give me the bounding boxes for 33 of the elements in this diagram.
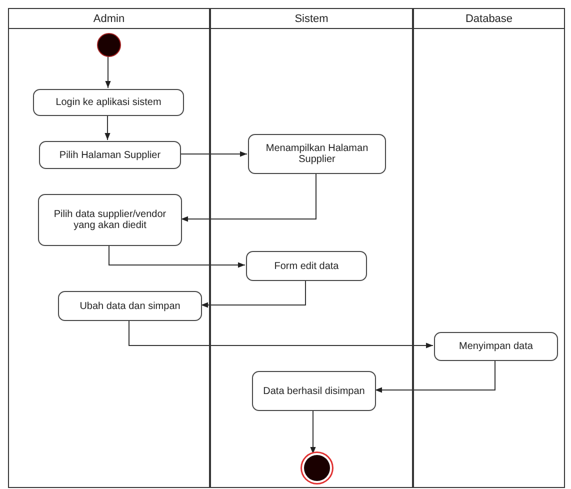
activity-label: Form edit data [274,260,339,272]
initial-node [97,33,121,57]
swimlane [413,8,565,488]
activity-box [252,371,376,411]
activity-label: Pilih Halaman Supplier [59,150,161,160]
arrow [104,114,110,140]
arrow [200,280,306,308]
activity-box [248,134,386,174]
activity-box [39,141,181,169]
activity-box [434,332,558,361]
arrow [108,244,246,268]
activity-box [33,89,184,116]
swimlane [210,8,413,488]
final-node [304,455,330,481]
arrow [180,172,316,222]
lane-header: Admin [9,9,209,29]
activity-box [38,194,182,246]
activity-label: Login ke aplikasi sistem [56,97,162,108]
arrow [374,360,496,393]
lane-header: Database [414,9,564,29]
activity-label: Menyimpan data [459,341,533,352]
swimlane [8,8,210,488]
arrow [310,410,316,454]
activity-label: Data berhasil disimpan [263,386,365,396]
arrow [180,151,248,157]
arrow [128,320,434,348]
activity-box [58,291,202,321]
activity-box [246,251,367,281]
lane-header: Sistem [211,9,412,29]
activity-label: Menampilkan Halaman Supplier [264,143,370,165]
activity-label: Pilih data supplier/vendor yang akan diedit [52,209,168,231]
arrow [105,56,111,88]
activity-label: Ubah data dan simpan [80,300,180,312]
